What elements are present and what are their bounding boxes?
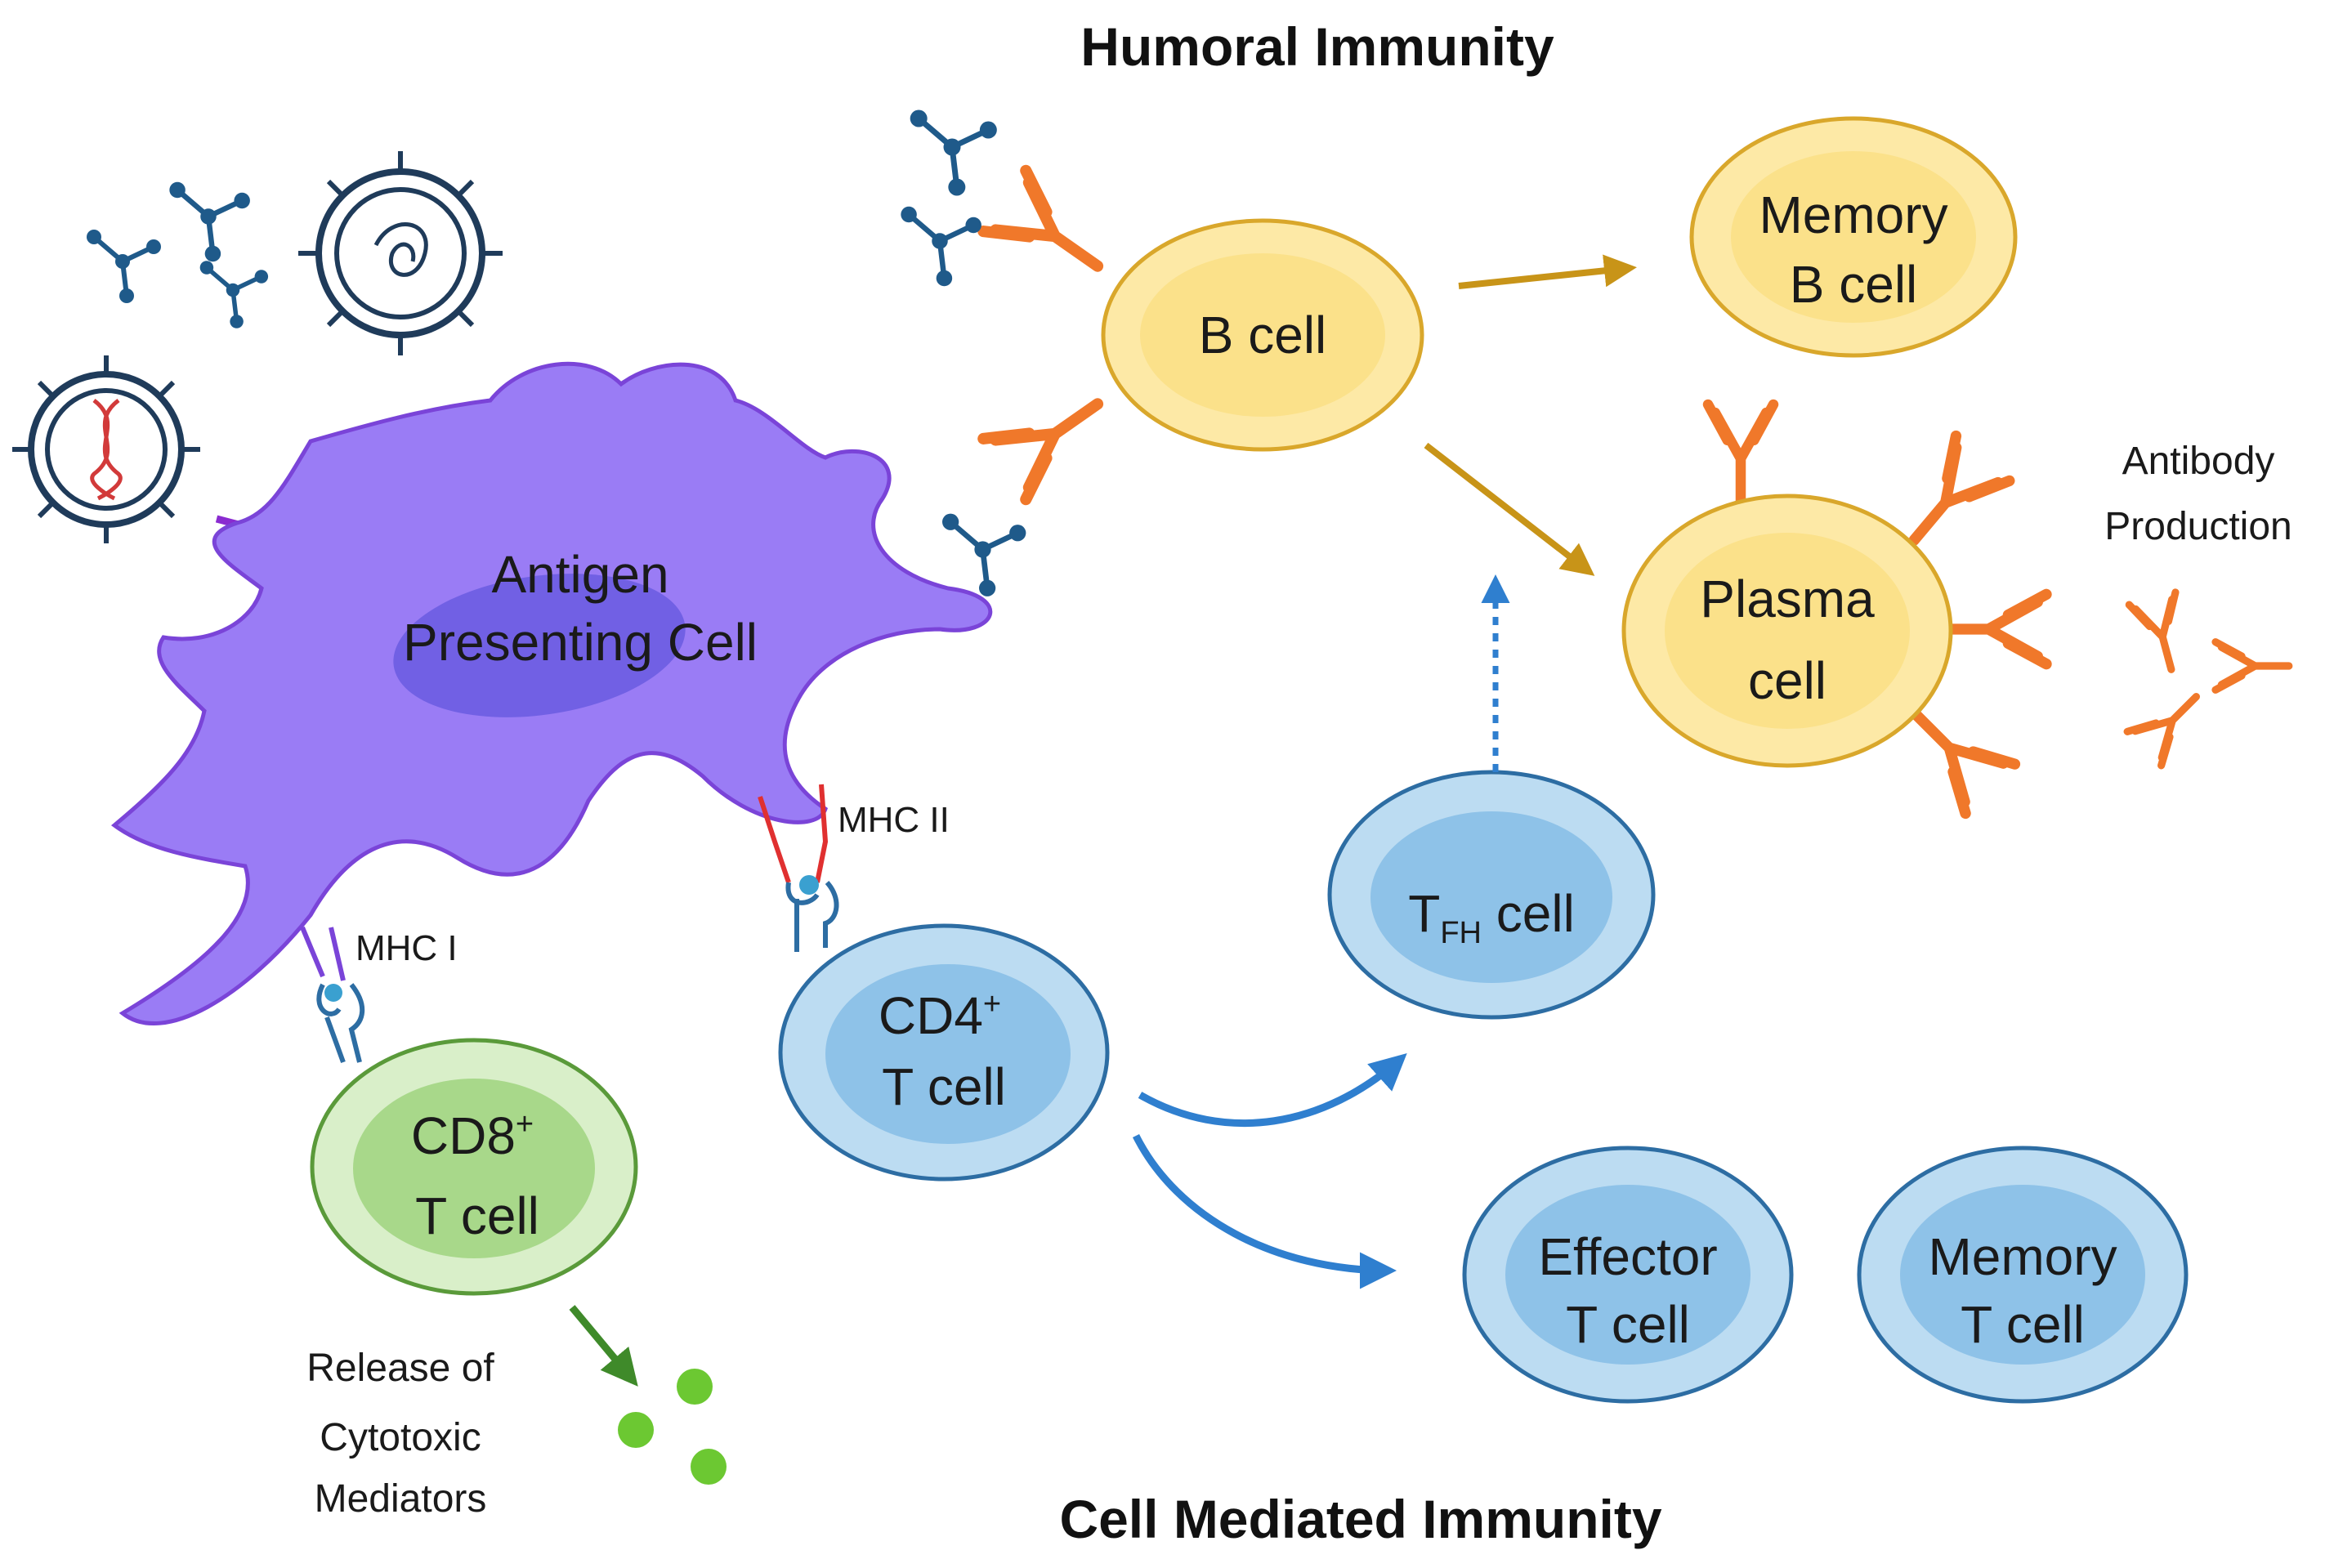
virus-icon — [298, 151, 503, 355]
memory-t-cell: Memory T cell — [1857, 1146, 2189, 1404]
cell-mediated-immunity-title: Cell Mediated Immunity — [1059, 1489, 1661, 1549]
mhc-i-receptor — [300, 926, 365, 1064]
arrow-b-to-plasma — [1424, 442, 1595, 576]
apc-label-line2: Presenting Cell — [403, 613, 758, 672]
antibody-production-line2: Production — [2104, 505, 2292, 548]
memory-b-cell: Memory B cell — [1689, 116, 2018, 358]
arrow-cd4-to-effector — [1132, 1133, 1397, 1289]
memory-t-label-line2: T cell — [1961, 1295, 2085, 1354]
cd8-label-line1: CD8+ — [411, 1106, 534, 1165]
b-cell: B cell — [983, 171, 1424, 499]
cytotoxic-line3: Mediators — [315, 1477, 487, 1521]
effector-label-line1: Effector — [1538, 1227, 1717, 1286]
cd4-label-line1: CD4+ — [879, 986, 1001, 1045]
antigen-cluster-icon — [87, 182, 268, 328]
apc-label-line1: Antigen — [491, 545, 668, 604]
mhc-ii-receptor — [758, 784, 839, 952]
humoral-immunity-title: Humoral Immunity — [1080, 16, 1554, 77]
cd4-label-line2: T cell — [882, 1057, 1006, 1116]
memory-t-label-line1: Memory — [1928, 1227, 2117, 1286]
dna-virus-icon — [12, 355, 200, 543]
memory-b-cell-label-line2: B cell — [1790, 255, 1918, 314]
tfh-cell: TFH cell — [1327, 770, 1656, 1020]
cd8-label-line2: T cell — [415, 1186, 539, 1245]
cd4-t-cell: CD4+ T cell — [778, 923, 1110, 1182]
arrow-cd8-to-mediators — [569, 1305, 638, 1387]
memory-b-cell-label-line1: Memory — [1759, 185, 1947, 244]
antigen-presenting-cell: Antigen Presenting Cell — [110, 361, 993, 1026]
mhc-ii-label: MHC II — [838, 800, 950, 840]
arrow-b-to-memory-b — [1458, 254, 1637, 289]
effector-label-line2: T cell — [1566, 1295, 1690, 1354]
plasma-cell: Plasma cell — [1621, 404, 2046, 813]
free-antibodies-icon — [2127, 592, 2289, 766]
arrow-cd4-to-tfh — [1138, 1053, 1407, 1128]
tfh-cell-label: TFH cell — [1408, 884, 1575, 950]
antigen-icon — [910, 110, 997, 196]
cytotoxic-mediators-icon — [618, 1369, 727, 1485]
cytotoxic-line2: Cytotoxic — [320, 1416, 481, 1459]
antigen-icon — [942, 514, 1026, 596]
plasma-cell-label-line2: cell — [1748, 651, 1827, 710]
apc-nucleus — [393, 574, 686, 717]
mhc-i-label: MHC I — [355, 928, 458, 968]
b-cell-label: B cell — [1199, 306, 1327, 364]
antibody-production-line1: Antibody — [2122, 440, 2275, 483]
cd8-t-cell: CD8+ T cell — [310, 1038, 638, 1296]
plasma-cell-label-line1: Plasma — [1700, 570, 1875, 628]
cytotoxic-line1: Release of — [306, 1347, 494, 1390]
antigen-icon — [901, 207, 981, 287]
effector-t-cell: Effector T cell — [1462, 1146, 1794, 1404]
